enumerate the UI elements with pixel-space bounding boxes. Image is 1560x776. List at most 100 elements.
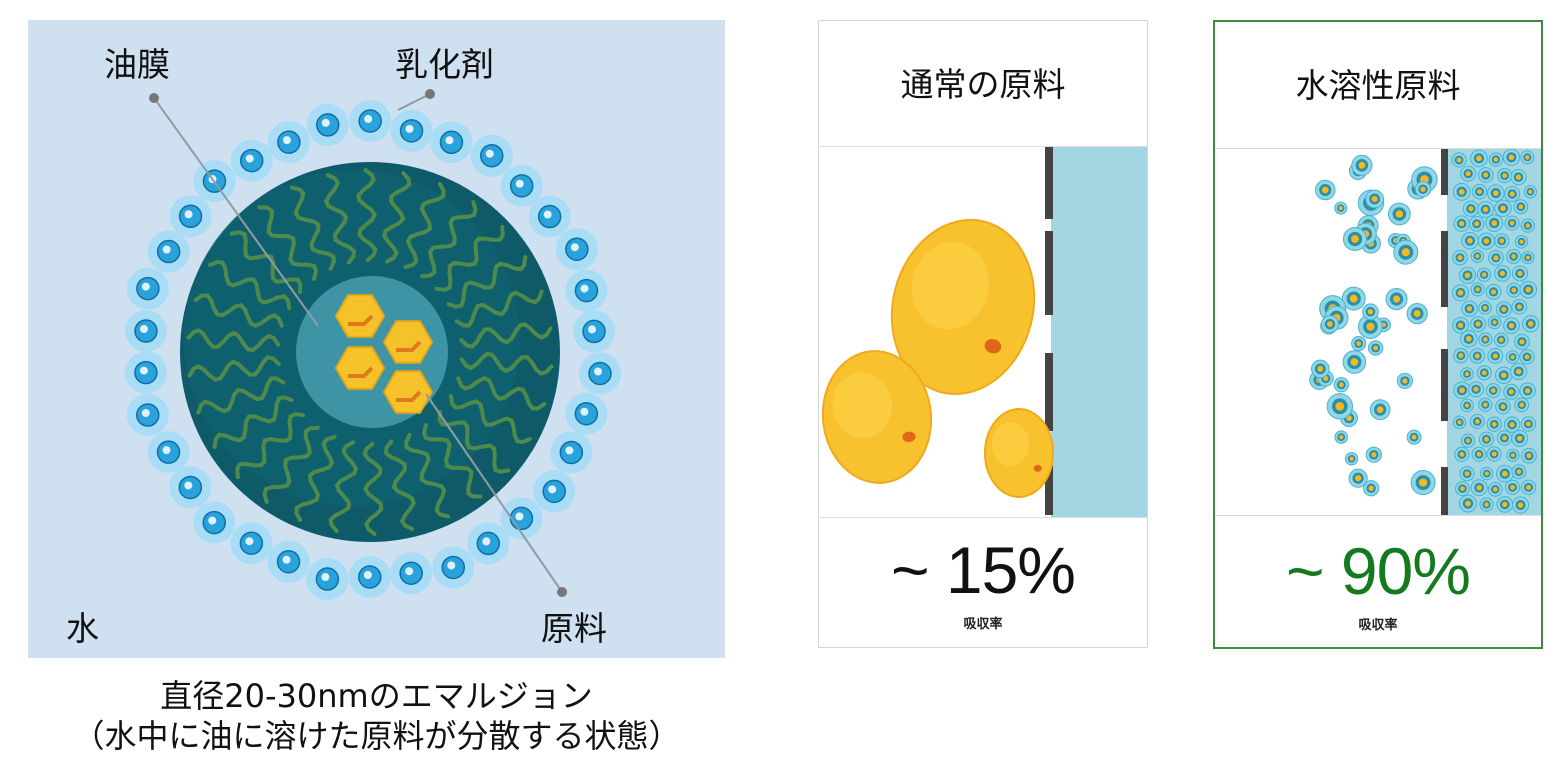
- soluble-particle: [1511, 464, 1527, 480]
- emulsifier-head: [390, 552, 433, 595]
- soluble-particle: [1495, 301, 1512, 318]
- particle-core: [1465, 336, 1472, 342]
- barrier-segment: [1045, 353, 1053, 431]
- particle-core: [1524, 354, 1530, 360]
- particle-core: [1327, 321, 1333, 328]
- particle-core: [1367, 309, 1374, 315]
- soluble-particle: [1387, 202, 1411, 226]
- particle-core: [1457, 322, 1464, 328]
- water-soluble-absorption-illustration: [1309, 149, 1541, 515]
- soluble-particle: [1494, 366, 1513, 385]
- particle-core: [1371, 195, 1378, 203]
- soluble-particle: [1478, 431, 1495, 447]
- emulsifier-tail: [196, 376, 286, 415]
- emulsifier-tail: [448, 394, 532, 445]
- particle-core: [1524, 388, 1531, 394]
- soluble-particle: [1478, 397, 1493, 412]
- particle-core: [1492, 190, 1499, 196]
- soluble-particle: [1476, 267, 1492, 282]
- particle-core: [1519, 402, 1525, 408]
- soluble-particle: [1365, 446, 1382, 463]
- particle-core: [1358, 161, 1366, 169]
- soluble-particle: [1351, 154, 1373, 176]
- particle-core: [1493, 255, 1499, 261]
- soluble-particle: [1510, 168, 1527, 186]
- particle-core: [1458, 353, 1464, 359]
- card-divider: [819, 517, 1147, 518]
- particle-core: [1339, 434, 1344, 440]
- soluble-particle: [1520, 150, 1535, 165]
- normal-absorption-illustration: [821, 147, 1147, 517]
- particle-core: [1525, 155, 1530, 160]
- particle-core: [1508, 323, 1515, 329]
- particle-core: [1317, 365, 1324, 372]
- soluble-particle: [1452, 182, 1471, 201]
- particle-core: [1476, 451, 1482, 457]
- soluble-particle: [1320, 315, 1339, 334]
- soluble-particle: [1485, 283, 1502, 300]
- particle-core: [1464, 471, 1470, 477]
- particle-core: [1474, 419, 1480, 424]
- soluble-particle: [1486, 446, 1502, 462]
- particle-core: [1510, 453, 1515, 458]
- soluble-particle: [1521, 447, 1537, 464]
- soluble-particle: [1514, 397, 1530, 413]
- soluble-particle: [1393, 239, 1419, 265]
- soluble-particle: [1459, 494, 1477, 513]
- particle-core: [1491, 451, 1497, 457]
- card-divider: [819, 146, 1147, 147]
- soluble-particle: [1311, 359, 1330, 379]
- soluble-particle: [1522, 315, 1540, 333]
- emulsifier-tail: [262, 425, 320, 504]
- particle-core: [1466, 306, 1473, 312]
- soluble-particle: [1502, 149, 1521, 167]
- soluble-particle: [1453, 381, 1471, 400]
- particle-core: [1371, 452, 1377, 458]
- particle-core: [1509, 421, 1515, 428]
- soluble-particle: [1496, 464, 1514, 483]
- particle-core: [1468, 206, 1474, 212]
- emulsifier-tail: [186, 328, 281, 353]
- soluble-particle: [1519, 382, 1536, 399]
- head-highlight: [580, 407, 589, 416]
- soluble-particle: [1519, 280, 1538, 299]
- leader-line: [153, 97, 319, 327]
- soluble-particle: [1513, 333, 1530, 350]
- head-highlight: [363, 570, 372, 579]
- soluble-particle: [1460, 398, 1474, 413]
- particle-core: [1517, 502, 1524, 508]
- soluble-particle: [1396, 372, 1414, 390]
- soluble-particle: [1460, 367, 1474, 381]
- particle-core: [1477, 189, 1483, 195]
- soluble-particle: [1468, 381, 1485, 398]
- soluble-particle: [1520, 218, 1535, 233]
- head-highlight: [321, 573, 330, 582]
- soluble-particle: [1333, 377, 1350, 393]
- particle-core: [1376, 406, 1384, 413]
- droplet-spot: [1033, 464, 1042, 472]
- oil-film-label: 油膜: [104, 45, 170, 84]
- soluble-particle: [1367, 340, 1384, 356]
- head-highlight: [141, 409, 150, 418]
- head-highlight: [139, 366, 148, 375]
- particle-core: [1392, 295, 1401, 303]
- soluble-particle: [1521, 250, 1535, 265]
- absorption-rate-value: ~ 15%: [891, 533, 1076, 607]
- soluble-particle: [1511, 265, 1529, 282]
- caption-line-1: 直径20-30nmのエマルジョン: [160, 677, 593, 715]
- oil-droplet: [984, 408, 1054, 498]
- hexagon-shape: [334, 346, 386, 390]
- emulsifier-head: [124, 351, 167, 394]
- emulsifier-head: [267, 540, 310, 583]
- caption-line-2: （水中に油に溶けた原料が分散する状態）: [72, 717, 681, 755]
- material-label: 原料: [541, 609, 607, 648]
- particle-core: [1527, 321, 1534, 327]
- soluble-particle: [1451, 152, 1467, 168]
- soluble-particle: [1494, 199, 1512, 217]
- soluble-particle: [1486, 416, 1502, 432]
- emulsifier-head: [306, 558, 349, 601]
- particle-core: [1508, 154, 1515, 161]
- leader-dot: [557, 587, 567, 597]
- emulsifier-head: [528, 195, 571, 238]
- particle-core: [1335, 401, 1345, 411]
